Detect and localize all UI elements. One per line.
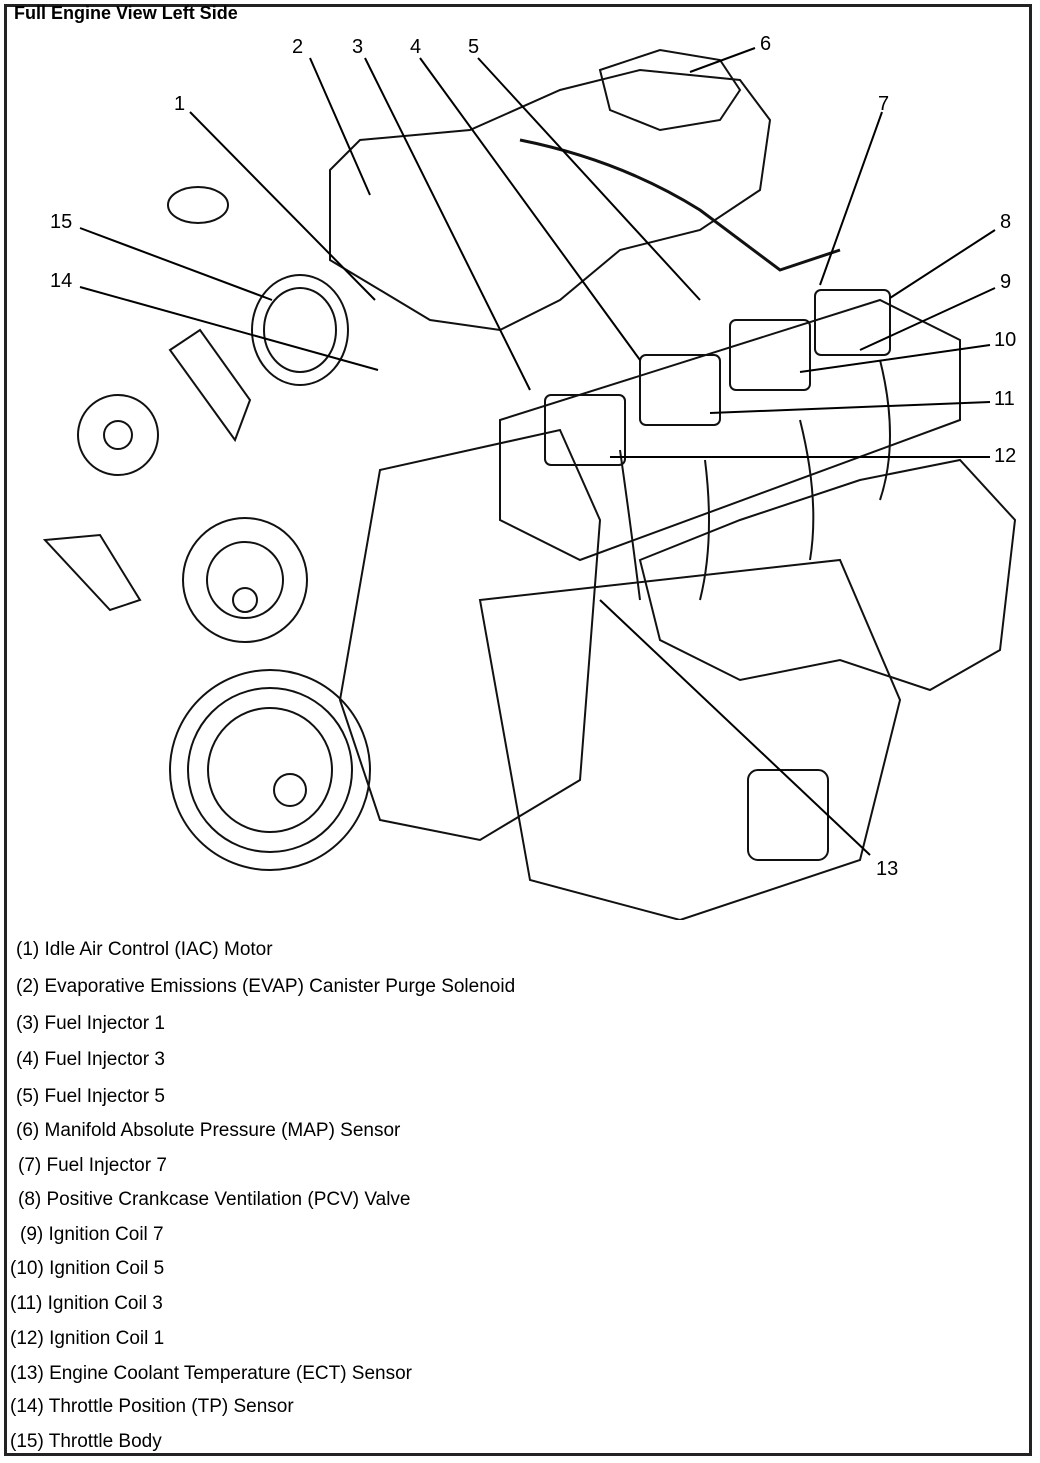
legend-item-15: (15) Throttle Body <box>10 1431 162 1452</box>
idler-pulley-hub <box>103 420 133 450</box>
legend-item-11: (11) Ignition Coil 3 <box>10 1293 163 1314</box>
callout-12: 12 <box>994 445 1016 467</box>
legend-item-3: (3) Fuel Injector 1 <box>16 1013 165 1034</box>
legend-item-13: (13) Engine Coolant Temperature (ECT) Se… <box>10 1363 413 1384</box>
exhaust-manifold <box>638 458 1017 692</box>
legend-item-1: (1) Idle Air Control (IAC) Motor <box>16 939 273 960</box>
callout-14: 14 <box>50 270 72 292</box>
ignition-coil-5-shape <box>729 319 811 391</box>
leader-line-9 <box>859 287 996 351</box>
legend-item-7: (7) Fuel Injector 7 <box>18 1155 167 1176</box>
throttle-body-shape <box>251 274 349 386</box>
water-pump-pulley-inner <box>206 541 284 619</box>
leader-lines <box>79 47 996 856</box>
ignition-coil-7-shape <box>814 289 891 356</box>
crankshaft-pulley-face <box>207 707 333 833</box>
crankshaft-pulley <box>169 669 371 871</box>
legend-item-2: (2) Evaporative Emissions (EVAP) Caniste… <box>16 976 516 997</box>
plug-wire-1 <box>619 449 641 601</box>
callout-9: 9 <box>1000 271 1011 293</box>
thermostat-housing <box>42 533 142 612</box>
plug-wire-3 <box>699 459 710 601</box>
coolant-outlet <box>168 328 252 443</box>
map-sensor-housing <box>598 48 742 132</box>
legend-item-10: (10) Ignition Coil 5 <box>10 1258 165 1279</box>
leader-line-4 <box>419 57 641 361</box>
callout-5: 5 <box>468 36 479 58</box>
callout-8: 8 <box>1000 211 1011 233</box>
leader-line-15 <box>79 227 273 301</box>
leader-line-10 <box>799 344 991 373</box>
callouts: 1 2 3 4 5 6 7 8 9 10 11 12 13 14 15 <box>50 33 1016 880</box>
throttle-bore <box>263 287 337 373</box>
leader-line-3 <box>364 57 531 391</box>
engine-block <box>478 558 902 920</box>
valve-cover <box>499 298 961 562</box>
legend-item-5: (5) Fuel Injector 5 <box>16 1086 165 1107</box>
leader-line-6 <box>689 47 756 73</box>
leader-line-13 <box>599 599 871 856</box>
legend-item-14: (14) Throttle Position (TP) Sensor <box>10 1396 294 1417</box>
ignition-coil-3-shape <box>639 354 721 426</box>
leader-line-5 <box>477 57 701 301</box>
leader-line-11 <box>709 401 991 414</box>
callout-10: 10 <box>994 329 1016 351</box>
plug-wire-5 <box>799 419 815 561</box>
diagram-frame <box>4 4 1032 1456</box>
fuel-rail <box>519 138 841 272</box>
engine-diagram: 1 2 3 4 5 6 7 8 9 10 11 12 13 14 15 <box>42 33 1017 920</box>
oil-filter <box>747 769 829 861</box>
water-pump-hub <box>232 587 258 613</box>
callout-2: 2 <box>292 36 303 58</box>
legend-item-4: (4) Fuel Injector 3 <box>16 1049 165 1070</box>
callout-11: 11 <box>994 388 1015 410</box>
callout-15: 15 <box>50 211 72 233</box>
legend-item-12: (12) Ignition Coil 1 <box>10 1328 165 1349</box>
leader-line-1 <box>189 111 376 301</box>
oil-filler-cap <box>167 186 229 224</box>
engine-line-art <box>42 48 1017 920</box>
callout-13: 13 <box>876 858 898 880</box>
callout-4: 4 <box>410 36 421 58</box>
leader-line-14 <box>79 286 379 371</box>
crankshaft-pulley-groove <box>187 687 353 853</box>
leader-line-8 <box>889 229 996 299</box>
leader-line-7 <box>819 111 883 286</box>
legend-item-9: (9) Ignition Coil 7 <box>20 1224 164 1245</box>
ignition-coil-1-shape <box>544 394 626 466</box>
front-cover <box>338 428 602 842</box>
idler-pulley <box>77 394 159 476</box>
legend-item-8: (8) Positive Crankcase Ventilation (PCV)… <box>18 1189 411 1210</box>
water-pump-pulley <box>182 517 308 643</box>
callout-6: 6 <box>760 33 771 55</box>
leader-line-2 <box>309 57 371 196</box>
callout-3: 3 <box>352 36 363 58</box>
crankshaft-bolt <box>273 773 307 807</box>
legend-item-6: (6) Manifold Absolute Pressure (MAP) Sen… <box>16 1120 401 1141</box>
callout-1: 1 <box>174 93 185 115</box>
diagram-title: Full Engine View Left Side <box>14 3 238 23</box>
callout-7: 7 <box>878 93 889 115</box>
intake-manifold-outline <box>329 68 772 332</box>
plug-wire-7 <box>879 359 891 501</box>
